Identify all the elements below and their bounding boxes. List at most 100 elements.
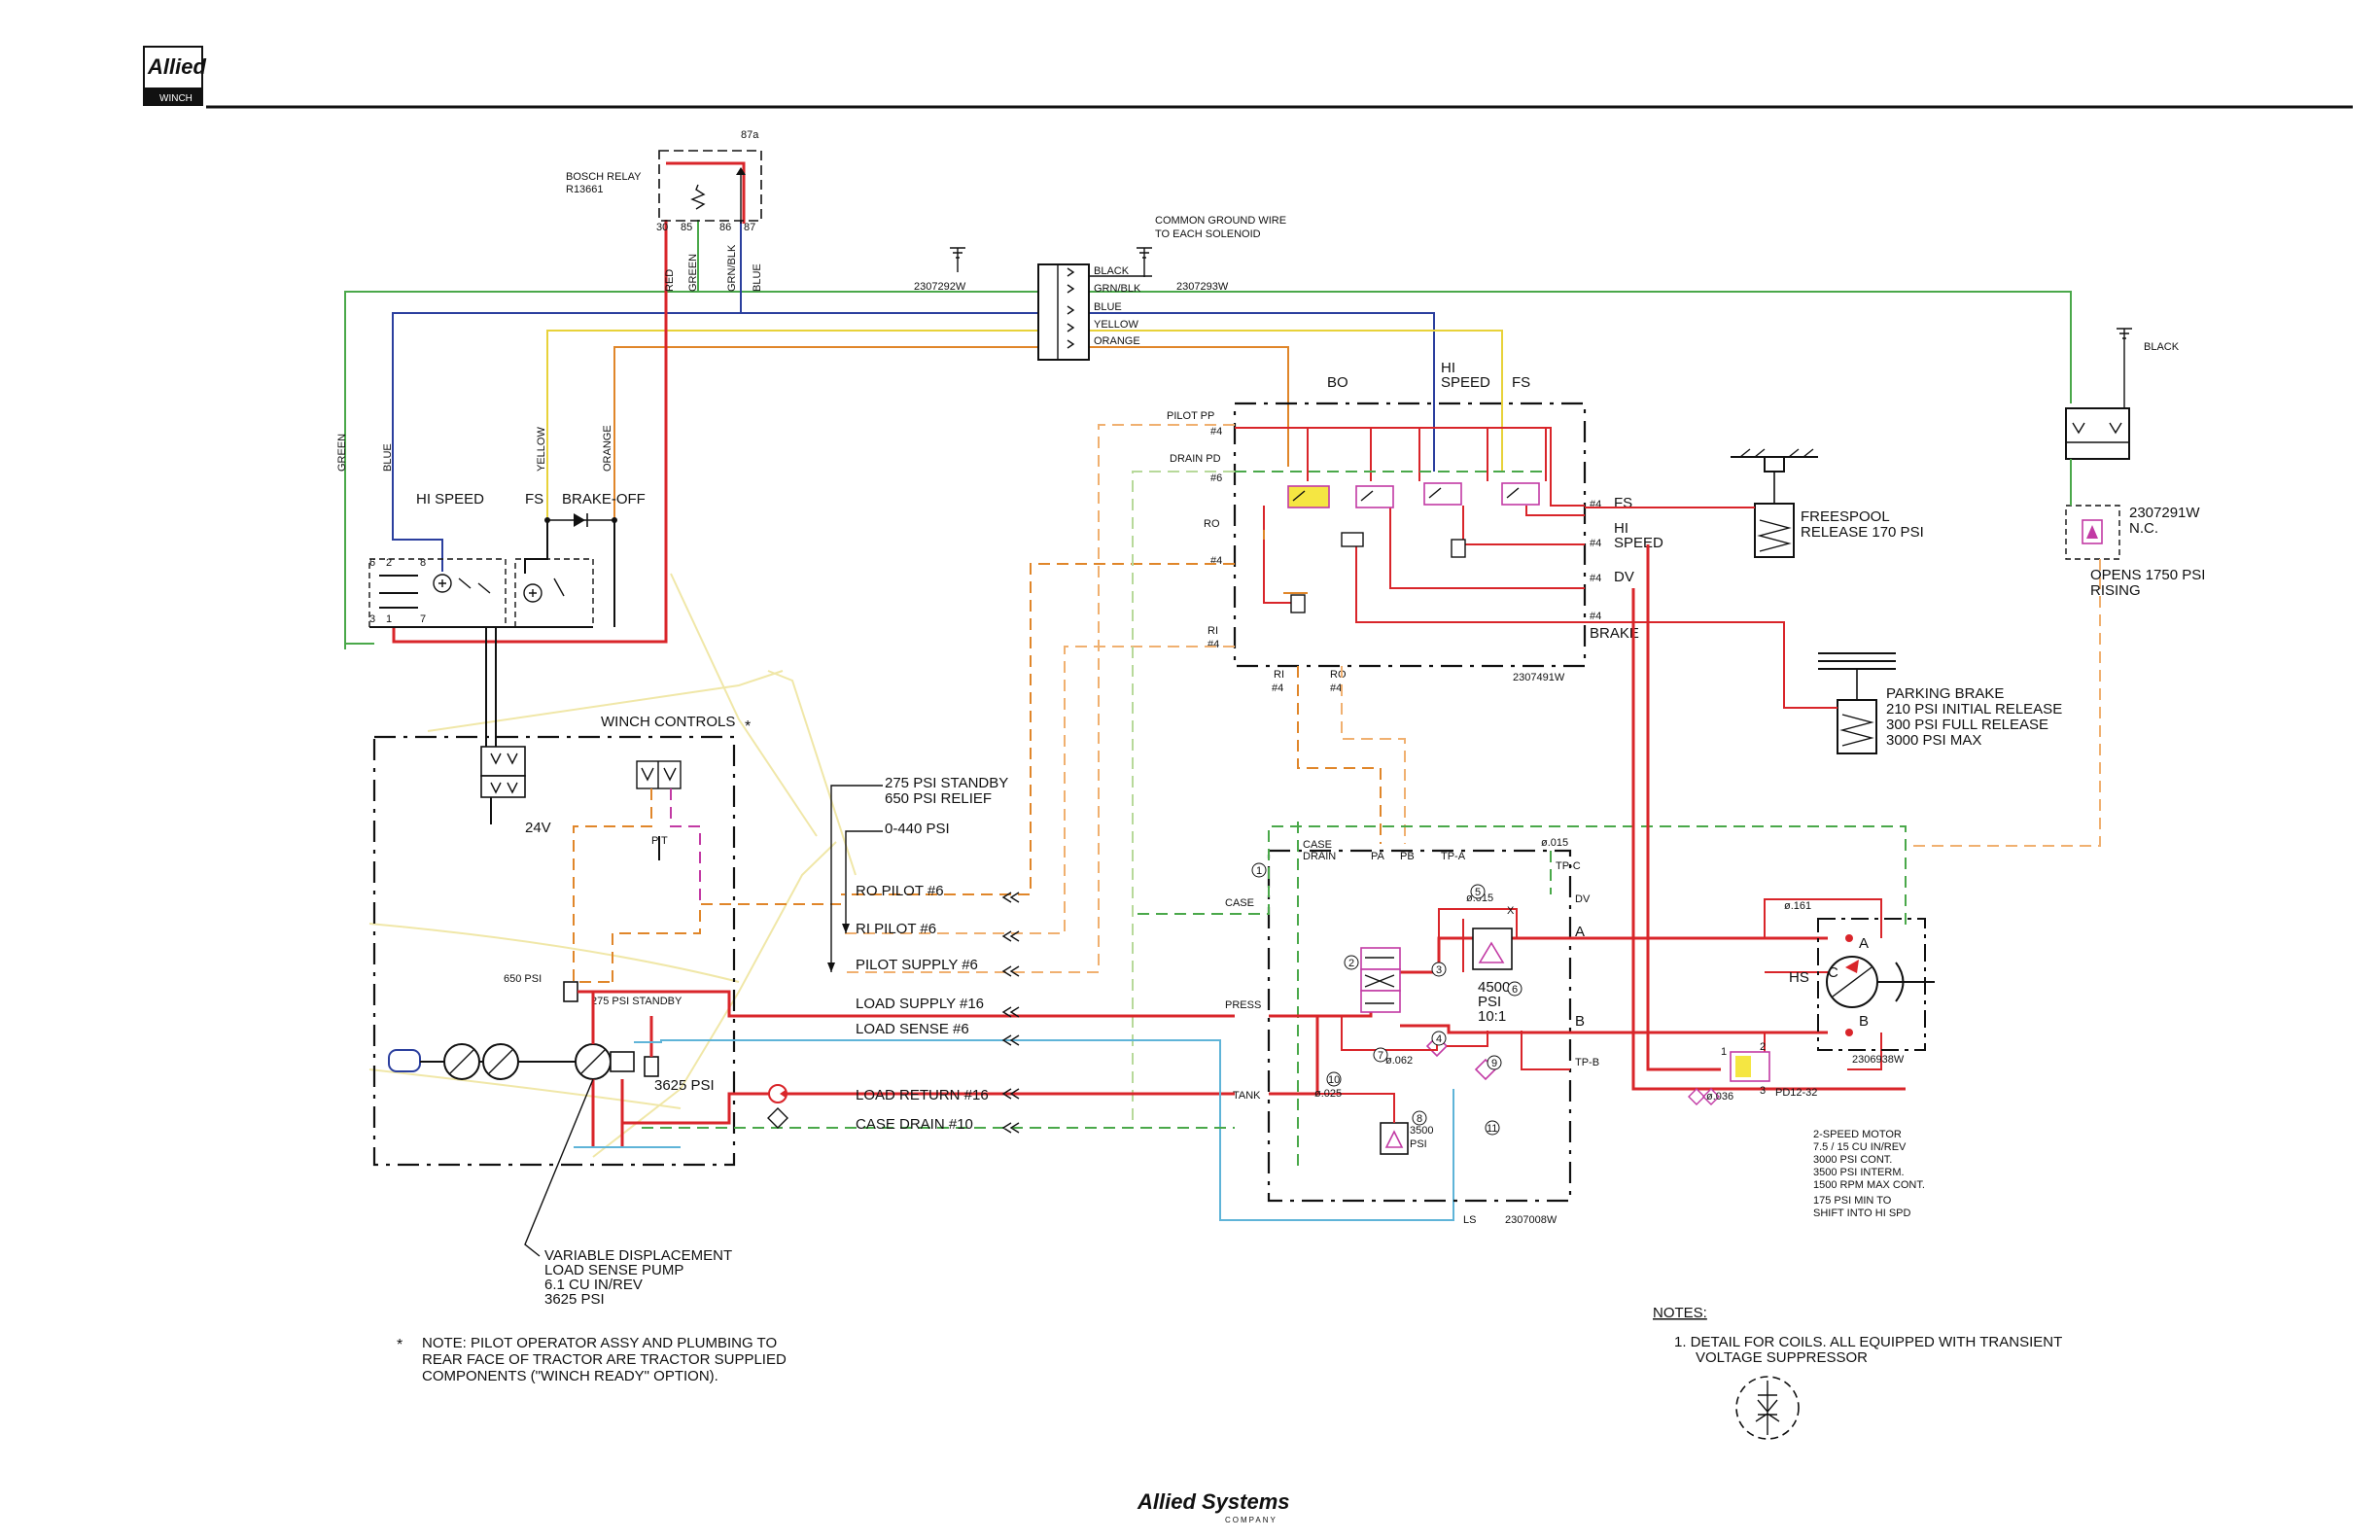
freespool-line2: RELEASE 170 PSI	[1801, 524, 1924, 541]
motor-port-a: A	[1859, 935, 1869, 952]
main-inner-psi: PSI	[1478, 994, 1501, 1010]
motor-spec-1: 2-SPEED MOTOR	[1813, 1129, 1902, 1140]
electrical-wires	[344, 161, 2072, 824]
panel-wire-green: GREEN	[336, 434, 348, 472]
main-inner-4500: 4500	[1478, 979, 1510, 996]
valve-top-speed: SPEED	[1441, 374, 1490, 391]
note-range: 0-440 PSI	[885, 821, 950, 837]
winch-controls: WINCH CONTROLS * 24V P T	[372, 714, 751, 1167]
pump-assembly: 650 PSI 275 PSI STANDBY 3625 PSI VARIABL…	[388, 973, 1454, 1308]
motor-hs: HS	[1789, 969, 1809, 986]
panel-pin-1: 1	[386, 613, 392, 625]
pressure-switch-state: N.C.	[2129, 520, 2158, 537]
notes: NOTES: 1. DETAIL FOR COILS. ALL EQUIPPED…	[1653, 1305, 2062, 1440]
pump-label-line2: LOAD SENSE PUMP	[544, 1262, 683, 1278]
freespool-line1: FREESPOOL	[1801, 508, 1890, 525]
note-star-mark: *	[397, 1337, 402, 1353]
parking-brake-line2: 210 PSI INITIAL RELEASE	[1886, 701, 2062, 718]
panel-pin-7: 7	[420, 613, 426, 625]
motor-spec-4: 3500 PSI INTERM.	[1813, 1167, 1905, 1178]
pressure-switch-note2: RISING	[2090, 582, 2141, 599]
pump-relief-650: 650 PSI	[504, 973, 542, 985]
pump-notes: 275 PSI STANDBY 650 PSI RELIEF 0-440 PSI	[827, 775, 1008, 972]
winch-controls-voltage: 24V	[525, 820, 551, 836]
main-right-dv: DV	[1575, 893, 1591, 905]
main-top-orifice: ø.015	[1541, 837, 1568, 849]
notes-title: NOTES:	[1653, 1305, 1707, 1321]
hose-labels: RO PILOT #6 RI PILOT #6 PILOT SUPPLY #6 …	[856, 883, 1020, 1134]
valve-block-internal-lines	[1235, 427, 1585, 623]
relay-title: BOSCH RELAY	[566, 171, 642, 183]
panel-wire-orange: ORANGE	[602, 425, 613, 472]
main-top-case: CASE	[1303, 839, 1332, 851]
main-bottom-ls: LS	[1463, 1214, 1476, 1226]
valve-block-2307491w: BO HI SPEED FS PILOT PP #4 DRAIN PD #6 R…	[1167, 360, 1663, 694]
valve-block-part: 2307491W	[1513, 672, 1565, 683]
main-top-pb: PB	[1400, 851, 1415, 862]
main-top-tp-c: TP-C	[1556, 860, 1581, 872]
panel-pin-2: 2	[386, 557, 392, 569]
hose-ri-pilot: RI PILOT #6	[856, 921, 936, 937]
connector-wire-yellow: YELLOW	[1094, 319, 1138, 331]
callout-6: 6	[1512, 984, 1518, 996]
motor-port-c: C	[1828, 964, 1838, 981]
valve-left-ri-size: #4	[1208, 639, 1219, 650]
winch-controls-title: WINCH CONTROLS	[601, 714, 735, 730]
panel-pin-3: 3	[369, 613, 375, 625]
relay-part: R13661	[566, 184, 604, 195]
port-hi-size: #4	[1590, 538, 1601, 549]
main-valve-2307008w: CASE DRAIN PA PB TP-A ø.015 TP-C CASE PR…	[1138, 822, 1907, 1226]
main-inner-ratio: 10:1	[1478, 1008, 1506, 1025]
ground-note-line1: COMMON GROUND WIRE	[1155, 215, 1286, 227]
callout-circles: 1 2 3 4 5 6 7 8 9 10 11	[1251, 862, 1522, 1136]
callout-4: 4	[1436, 1033, 1442, 1045]
port-dv-size: #4	[1590, 573, 1601, 584]
parking-brake: PARKING BRAKE 210 PSI INITIAL RELEASE 30…	[1585, 621, 2062, 754]
ground-note-line2: TO EACH SOLENOID	[1155, 228, 1261, 240]
connector-wire-black: BLACK	[1094, 265, 1130, 277]
main-right-b: B	[1575, 1013, 1585, 1030]
panel-wire-yellow: YELLOW	[536, 427, 547, 472]
main-right-tp-b: TP-B	[1575, 1057, 1599, 1068]
valve-bottom-ri-size: #4	[1272, 682, 1283, 694]
note-star-line3: COMPONENTS ("WINCH READY" OPTION).	[422, 1368, 718, 1384]
relay-pin-87a: 87a	[741, 129, 759, 141]
valve-left-pilot-pp: PILOT PP	[1167, 410, 1214, 422]
main-left-tank: TANK	[1233, 1090, 1261, 1102]
connector-right-part: 2307293W	[1176, 281, 1229, 293]
motor-pd-orifice: ø.036	[1706, 1091, 1733, 1102]
hose-case-drain: CASE DRAIN #10	[856, 1116, 973, 1133]
note-star-line2: REAR FACE OF TRACTOR ARE TRACTOR SUPPLIE…	[422, 1351, 787, 1368]
callout-8: 8	[1417, 1113, 1422, 1125]
main-top-drain: DRAIN	[1303, 851, 1336, 862]
connector-wire-orange: ORANGE	[1094, 335, 1140, 347]
header-logo-text: Allied	[147, 54, 206, 79]
callout-10: 10	[1328, 1074, 1340, 1086]
motor-pd-port-2: 2	[1760, 1041, 1766, 1053]
header-logo: Allied WINCH	[143, 46, 206, 106]
winch-motor: ø.161 HS A B C 2306938W PD12-32 ø.036 1 …	[1570, 544, 1935, 1219]
parking-brake-line3: 300 PSI FULL RELEASE	[1886, 717, 2048, 733]
main-right-a: A	[1575, 924, 1585, 940]
main-valve-part: 2307008W	[1505, 1214, 1558, 1226]
pump-label-line3: 6.1 CU IN/REV	[544, 1277, 643, 1293]
hose-pilot-supply: PILOT SUPPLY #6	[856, 957, 978, 973]
footer-logo-text: Allied Systems	[1137, 1489, 1290, 1514]
valve-bottom-ri: RI	[1274, 669, 1284, 681]
notes-line2: VOLTAGE SUPPRESSOR	[1696, 1349, 1868, 1366]
note-relief: 650 PSI RELIEF	[885, 790, 992, 807]
motor-pd-port-1: 1	[1721, 1046, 1727, 1058]
pump-label-line4: 3625 PSI	[544, 1291, 605, 1308]
main-left-press: PRESS	[1225, 999, 1261, 1011]
valve-left-pp-size: #4	[1210, 426, 1222, 438]
note-star-line1: NOTE: PILOT OPERATOR ASSY AND PLUMBING T…	[422, 1335, 777, 1351]
panel-label-brake-off: BRAKE-OFF	[562, 491, 646, 508]
main-valve-internal: ø.015 X 4500 PSI 10:1 ø.062 ø.025 3500 P…	[1251, 862, 1570, 1155]
valve-top-hi: HI	[1441, 360, 1455, 376]
main-inner-3500: 3500	[1410, 1125, 1433, 1137]
notes-line1: 1. DETAIL FOR COILS. ALL EQUIPPED WITH T…	[1674, 1334, 2062, 1350]
callout-11: 11	[1487, 1123, 1497, 1135]
parking-brake-line4: 3000 PSI MAX	[1886, 732, 1981, 749]
port-fs: FS	[1614, 495, 1632, 511]
callout-7: 7	[1378, 1050, 1383, 1062]
